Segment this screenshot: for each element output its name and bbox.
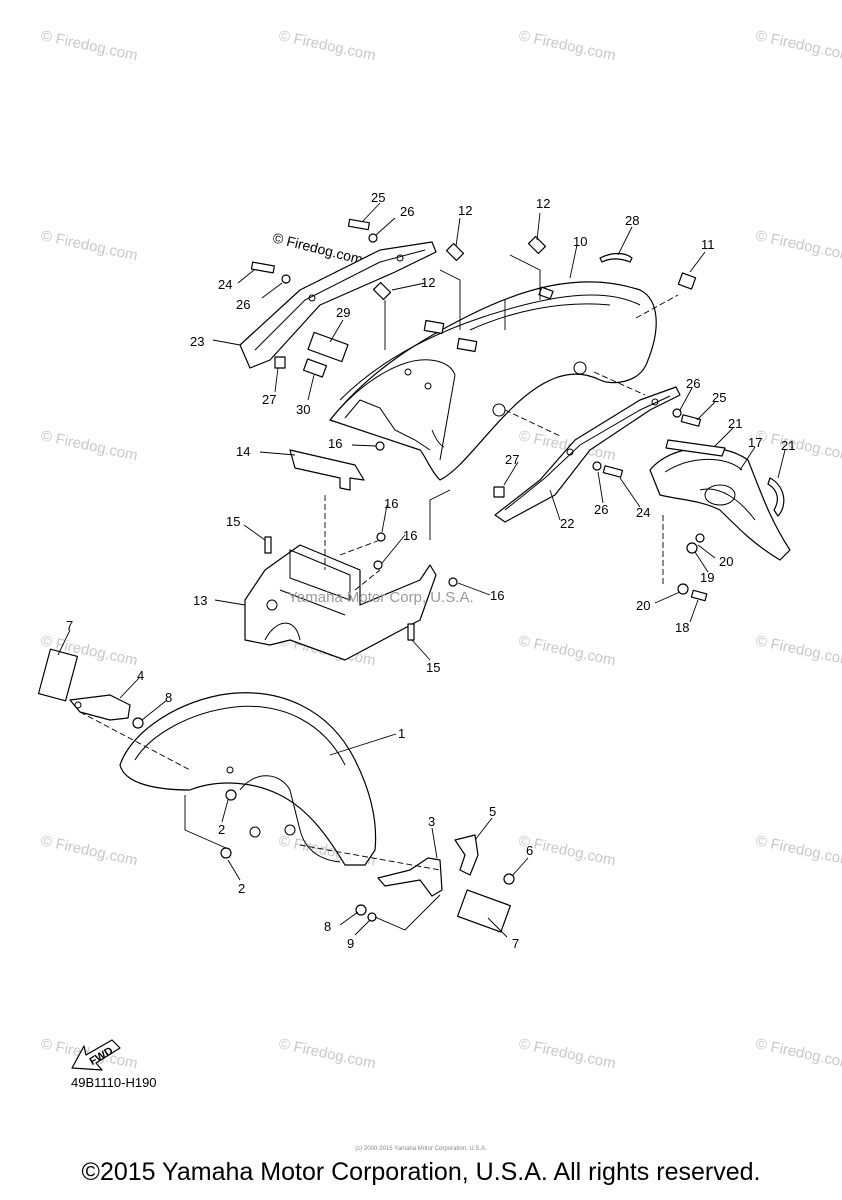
callout-17: 17	[748, 435, 762, 450]
tail-bracket	[649, 439, 791, 602]
watermark: © Firedog.com	[39, 427, 139, 464]
callout-16: 16	[328, 436, 342, 451]
callout-9: 9	[347, 936, 354, 951]
embedded-watermark: © Firedog.com	[271, 229, 364, 267]
callout-16: 16	[403, 528, 417, 543]
reflector-right	[355, 834, 515, 933]
watermark: © Firedog.com	[517, 632, 617, 669]
callout-24: 24	[218, 277, 232, 292]
license-bracket	[244, 449, 437, 661]
callout-12: 12	[421, 275, 435, 290]
callout-16: 16	[490, 588, 504, 603]
callout-18: 18	[675, 620, 689, 635]
callout-27: 27	[262, 392, 276, 407]
watermark: © Firedog.com	[39, 227, 139, 264]
callout-26: 26	[686, 376, 700, 391]
grommet-11	[677, 272, 697, 290]
callout-15: 15	[426, 660, 440, 675]
callout-12: 12	[536, 196, 550, 211]
callout-24: 24	[636, 505, 650, 520]
strip-28	[599, 252, 633, 263]
fender-stay-left	[239, 241, 437, 369]
callout-8: 8	[165, 690, 172, 705]
assembly-lines	[79, 254, 679, 931]
front-fender	[119, 692, 377, 866]
watermark: © Firedog.com	[517, 27, 617, 64]
callout-2: 2	[218, 822, 225, 837]
callout-28: 28	[625, 213, 639, 228]
callout-21: 21	[781, 438, 795, 453]
callout-10: 10	[573, 234, 587, 249]
pad-12b	[527, 235, 547, 255]
callout-15: 15	[226, 514, 240, 529]
watermark: © Firedog.com	[277, 27, 377, 64]
watermark: © Firedog.com	[754, 27, 842, 64]
leader-lines	[57, 202, 786, 938]
watermark: © Firedog.com	[754, 227, 842, 264]
watermark: © Firedog.com	[754, 632, 842, 669]
callout-2: 2	[238, 881, 245, 896]
callout-19: 19	[700, 570, 714, 585]
callout-23: 23	[190, 334, 204, 349]
watermark: © Firedog.com	[754, 427, 842, 464]
callout-11: 11	[701, 237, 715, 252]
watermark: © Firedog.com	[517, 1035, 617, 1072]
fender-stay-right	[493, 386, 681, 523]
callout-30: 30	[296, 402, 310, 417]
pad-12a	[445, 242, 465, 262]
watermark: © Firedog.com	[754, 1035, 842, 1072]
copyright-notice: ©2015 Yamaha Motor Corporation, U.S.A. A…	[81, 1158, 761, 1186]
callout-25: 25	[712, 390, 726, 405]
rear-fender	[329, 281, 657, 481]
callout-layer: 25 26 24 26 23 27 30 29 12 12 12 10 28 1…	[66, 190, 795, 951]
watermark: © Firedog.com	[39, 27, 139, 64]
callout-8: 8	[324, 919, 331, 934]
callout-7: 7	[512, 936, 519, 951]
callout-1: 1	[398, 726, 405, 741]
callout-26: 26	[594, 502, 608, 517]
callout-7: 7	[66, 618, 73, 633]
callout-5: 5	[489, 804, 496, 819]
watermark: © Firedog.com	[39, 832, 139, 869]
reflector-left	[37, 648, 144, 729]
label-29	[307, 331, 349, 363]
callout-3: 3	[428, 814, 435, 829]
watermark-layer: © Firedog.com © Firedog.com © Firedog.co…	[39, 27, 842, 1072]
callout-4: 4	[137, 668, 144, 683]
callout-26: 26	[236, 297, 250, 312]
callout-25: 25	[371, 190, 385, 205]
callout-6: 6	[526, 843, 533, 858]
callout-22: 22	[560, 516, 574, 531]
watermark: © Firedog.com	[754, 832, 842, 869]
pad-12c	[372, 281, 392, 301]
callout-21: 21	[728, 416, 742, 431]
watermark: © Firedog.com	[277, 1035, 377, 1072]
diagram-code: 49B1110-H190	[71, 1075, 157, 1090]
small-print: (c) 2000-2015 Yamaha Motor Corporation, …	[355, 1146, 487, 1152]
callout-20: 20	[719, 554, 733, 569]
callout-14: 14	[236, 444, 250, 459]
callout-29: 29	[336, 305, 350, 320]
callout-13: 13	[193, 593, 207, 608]
pad-30	[302, 358, 328, 378]
inline-watermark: Yamaha Motor Corp, U.S.A.	[288, 589, 474, 606]
callout-16: 16	[384, 496, 398, 511]
callout-26: 26	[400, 204, 414, 219]
callout-12: 12	[458, 203, 472, 218]
callout-20: 20	[636, 598, 650, 613]
callout-27: 27	[505, 452, 519, 467]
